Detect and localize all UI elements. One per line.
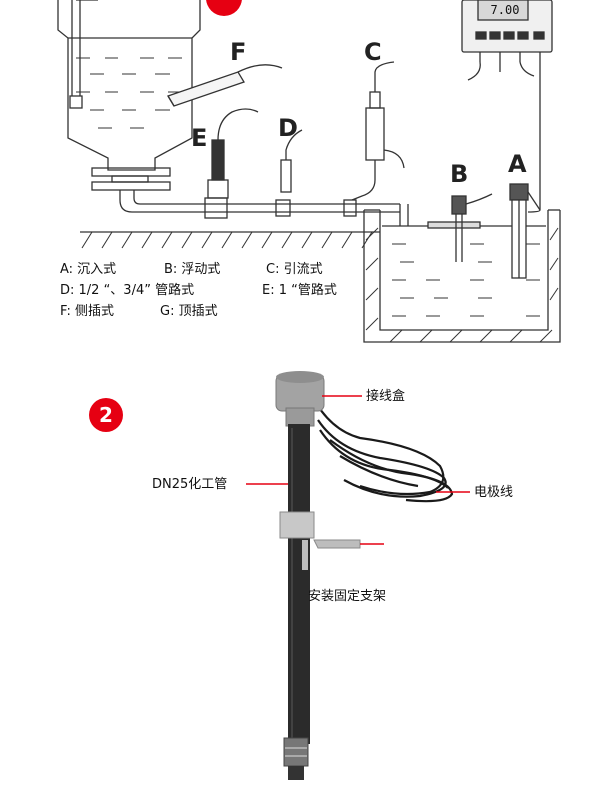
submerged-electrode [509, 183, 541, 279]
letter-d: D [278, 114, 298, 142]
label-bracket: 安装固定支架 [308, 589, 386, 604]
section-badge-2: 2 [89, 398, 123, 432]
label-cable: 电极线 [474, 485, 513, 500]
legend-e: E: 1 “管路式 [262, 282, 337, 298]
reactor-vessel [57, 0, 201, 191]
mounting-bracket [313, 539, 361, 549]
electrode-holder [283, 737, 309, 767]
label-junction-box: 接线盒 [366, 388, 405, 404]
legend: A: 沉入式 B: 浮动式 C: 引流式 D: 1/2 “、3/4” 管路式 E… [60, 262, 337, 319]
pvc-pipe [288, 424, 310, 744]
legend-b: B: 浮动式 [164, 262, 220, 277]
pipe-electrode-e [207, 108, 259, 199]
electrode-cable [311, 395, 454, 503]
junction-box-neck [285, 407, 315, 427]
letter-a: A [508, 150, 527, 178]
junction-box-top [276, 371, 324, 383]
assembly-labels: 接线盒 DN25化工管 电极线 安装固定支架 [152, 388, 513, 604]
legend-a: A: 沉入式 [60, 262, 116, 277]
section-badge-1 [206, 0, 242, 16]
top-insert-electrode [69, 0, 98, 109]
letter-c: C [364, 38, 382, 66]
label-pipe: DN25化工管 [152, 477, 227, 492]
electrode-tip [288, 766, 304, 780]
letter-f: F [230, 38, 246, 66]
electrode-assembly [275, 371, 454, 780]
leader-lines [246, 395, 470, 545]
installation-methods-diagram [57, 0, 561, 343]
side-insert-electrode [167, 64, 283, 107]
pipe-electrode-d [280, 129, 303, 193]
letter-b: B [450, 160, 468, 188]
legend-c: C: 引流式 [266, 262, 323, 277]
flow-cell [351, 61, 405, 201]
legend-d: D: 1/2 “、3/4” 管路式 [60, 282, 194, 298]
letter-e: E [191, 124, 207, 152]
bracket-clamp [279, 511, 315, 539]
letter-labels: F C E D B A [191, 38, 527, 188]
legend-f: F: 侧插式 [60, 304, 114, 319]
ground [80, 231, 380, 249]
meter-display: 7.00 [491, 3, 520, 17]
analyzer-meter [461, 0, 553, 213]
floating-electrode [427, 193, 493, 262]
legend-g: G: 顶插式 [160, 304, 218, 319]
